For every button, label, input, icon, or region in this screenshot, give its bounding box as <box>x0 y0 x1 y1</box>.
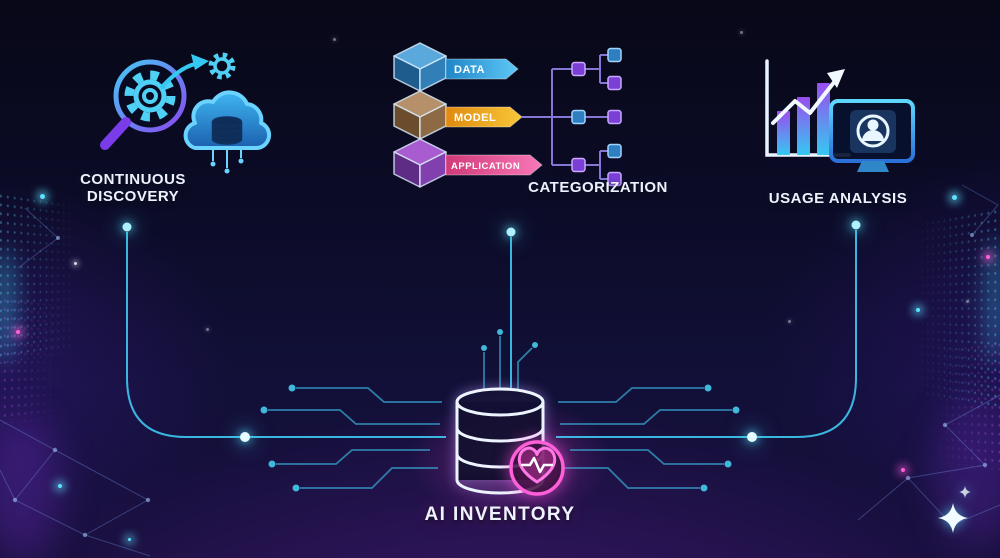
inventory-label: AI INVENTORY <box>424 504 576 525</box>
constellation-lines <box>0 184 1000 557</box>
connection-lines <box>126 230 857 438</box>
circuit-traces <box>268 336 732 489</box>
glow-dot <box>986 255 990 259</box>
usage-analysis-icon <box>765 59 915 179</box>
hierarchy-tree-icon <box>522 47 622 187</box>
glow-dot <box>740 31 743 34</box>
glow-dot <box>74 262 77 265</box>
glow-dot <box>901 468 905 472</box>
layer-ribbon-model: MODEL <box>445 106 523 128</box>
cube-stack-icon <box>393 42 447 188</box>
database-icon <box>455 387 545 495</box>
glow-dot <box>952 195 957 200</box>
heart-pulse-icon <box>509 440 565 496</box>
sparkle-icon <box>938 486 971 533</box>
glow-dot <box>916 308 920 312</box>
glow-dot <box>966 300 969 303</box>
usage-analysis-label: USAGE ANALYSIS <box>768 190 908 207</box>
glow-dot <box>58 484 62 488</box>
circuit-node-dots <box>260 329 740 492</box>
bar-chart-arrow-icon <box>765 59 851 157</box>
glow-dot <box>16 330 20 334</box>
glow-dot <box>333 38 336 41</box>
categorization-icon: DATA MODEL APPLICATION <box>393 42 622 188</box>
ribbon-data-label: DATA <box>454 64 485 76</box>
inventory-icon <box>455 387 565 496</box>
ribbon-model-label: MODEL <box>454 112 496 124</box>
glow-dot <box>788 320 791 323</box>
discovery-label-line1: CONTINUOUS <box>80 171 186 188</box>
constellation-dots <box>12 233 988 538</box>
gear-icon <box>208 52 236 80</box>
glow-dot <box>206 328 209 331</box>
glow-dot <box>128 538 131 541</box>
glow-dot <box>40 194 45 199</box>
connection-left <box>126 232 446 438</box>
discovery-label: CONTINUOUS DISCOVERY <box>46 171 220 205</box>
connection-endpoint-dots <box>122 220 861 442</box>
layer-ribbon-data: DATA <box>445 58 519 80</box>
ribbon-application-label: APPLICATION <box>451 161 520 172</box>
cloud-database-icon <box>183 90 272 174</box>
layer-ribbon-application: APPLICATION <box>445 154 543 176</box>
monitor-user-icon <box>829 99 915 179</box>
categorization-label: CATEGORIZATION <box>528 179 668 196</box>
discovery-icon <box>100 52 272 174</box>
arrow-up-right-icon <box>159 54 209 90</box>
discovery-label-line2: DISCOVERY <box>86 188 180 205</box>
connection-right <box>556 230 857 438</box>
